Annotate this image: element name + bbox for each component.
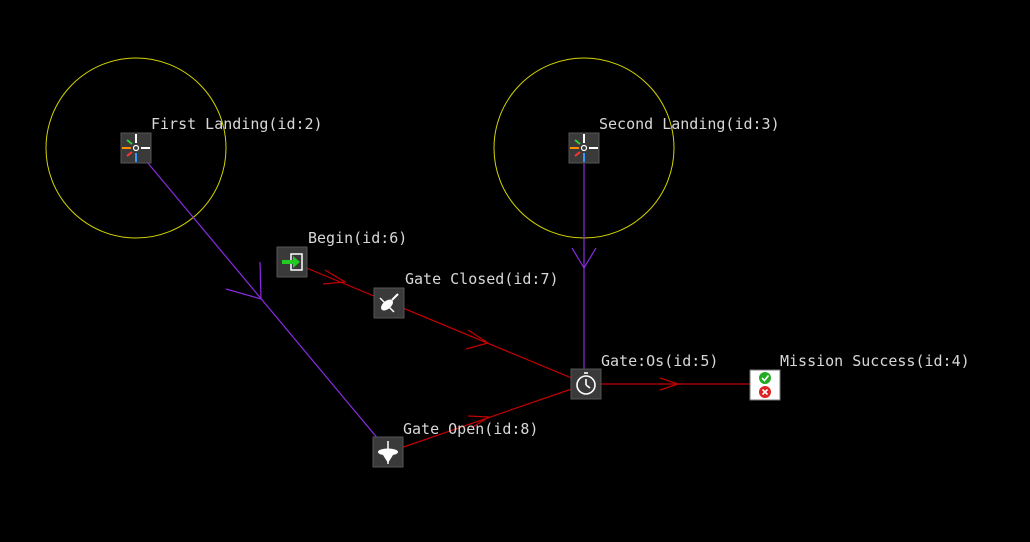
node-gate-closed[interactable]: Gate Closed(id:7) (373, 270, 559, 319)
success-fail-glyph (759, 372, 771, 398)
node-first-landing[interactable]: First Landing(id:2) (120, 115, 323, 164)
stopwatch-glyph (576, 372, 596, 395)
spinning-top-glyph (378, 441, 398, 464)
node-gate-open[interactable]: Gate Open(id:8) (372, 420, 538, 468)
landing-zone-glyph (122, 134, 150, 162)
first-landing-label: First Landing(id:2) (151, 115, 323, 133)
node-second-landing[interactable]: Second Landing(id:3) (568, 115, 780, 164)
gate-open-label: Gate Open(id:8) (403, 420, 538, 438)
spinning-top-off-glyph (379, 293, 399, 313)
link-begin-to-gate-os (291, 261, 587, 385)
link-first-landing-to-gate-open (136, 149, 390, 453)
landing-zone-glyph (570, 134, 598, 162)
link-gate-os-to-mission-success (586, 377, 765, 391)
node-begin[interactable]: Begin(id:6) (276, 229, 407, 278)
gate-os-label: Gate:Os(id:5) (601, 352, 718, 370)
gate-closed-label: Gate Closed(id:7) (405, 270, 559, 288)
node-gate-os[interactable]: Gate:Os(id:5) (570, 352, 718, 400)
mission-success-label: Mission Success(id:4) (780, 352, 970, 370)
begin-label: Begin(id:6) (308, 229, 407, 247)
link-gate-open-to-gate-os (388, 383, 587, 453)
link-second-landing-to-gate-os (571, 150, 597, 384)
enter-arrow-glyph (282, 253, 303, 271)
node-mission-success[interactable]: Mission Success(id:4) (749, 352, 970, 401)
second-landing-label: Second Landing(id:3) (599, 115, 780, 133)
first-landing-radius (45, 57, 227, 239)
